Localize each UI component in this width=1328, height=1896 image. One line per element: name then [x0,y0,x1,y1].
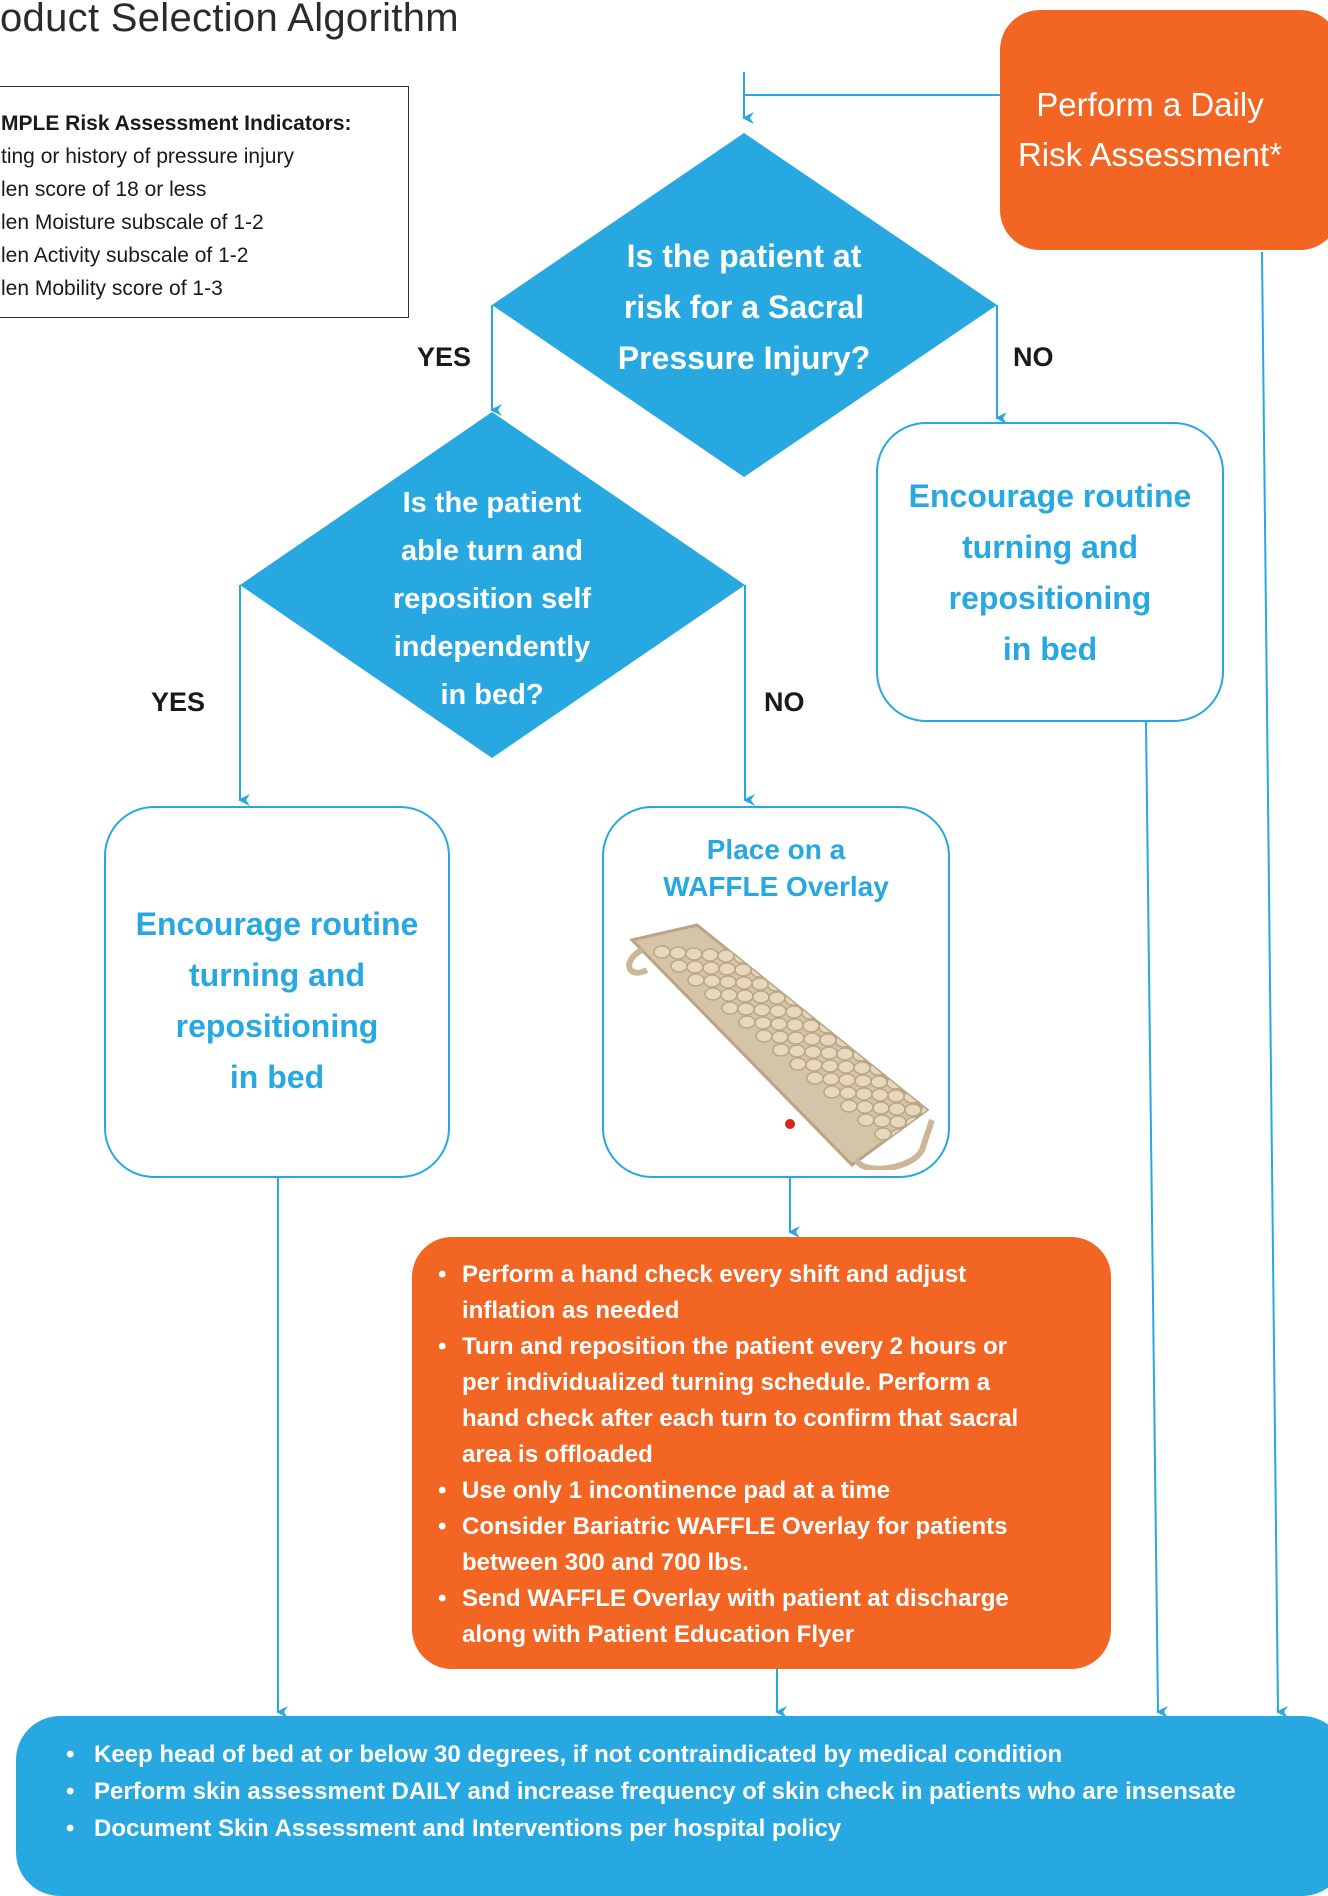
decision1-no-label: NO [1013,342,1054,372]
waffle-overlay-text: Place on a WAFFLE Overlay [602,831,950,905]
decision2-line: in bed? [440,679,544,711]
waffle-overlay-mattress-image [626,923,935,1170]
decision2-line: independently [393,631,591,663]
risk-indicator-item: len Activity subscale of 1-2 [1,244,249,267]
general-instruction-item: Perform skin assessment DAILY and increa… [64,1773,1328,1810]
daily-risk-line1: Perform a Daily [1036,86,1264,123]
general-instruction-item: Keep head of bed at or below 30 degrees,… [64,1736,1328,1773]
decision2-no-label: NO [764,687,805,717]
general-instructions-list: Keep head of bed at or below 30 degrees,… [64,1736,1328,1847]
risk-indicator-item: len Moisture subscale of 1-2 [1,211,264,234]
decision1-line: Is the patient at [626,238,862,274]
decision2-line: able turn and [400,535,584,567]
encourage-line: Encourage routine [908,478,1192,514]
encourage-line: turning and [189,957,365,993]
decision1-question: Is the patient at risk for a Sacral Pres… [594,231,894,384]
care-instruction-item: Consider Bariatric WAFFLE Overlay for pa… [436,1509,1081,1581]
care-instruction-item: Perform a hand check every shift and adj… [436,1257,1081,1329]
risk-indicator-item: len Mobility score of 1-3 [1,277,223,300]
decision1-line: risk for a Sacral [623,289,865,325]
care-instructions-box: Perform a hand check every shift and adj… [412,1237,1111,1669]
encourage-turning-text-left: Encourage routine turning and reposition… [104,899,450,1103]
encourage-turning-box-right [876,422,1224,722]
decision-diamond-risk [492,133,997,477]
decision2-line: Is the patient [402,487,582,519]
connector-right-to-bottom [1145,721,1169,1718]
connector-daily-to-bottom [1261,251,1289,1718]
decision2-yes-label: YES [151,687,206,717]
daily-risk-line2: Risk Assessment* [1017,136,1283,173]
encourage-line: turning and [962,529,1138,565]
decision1-line: Pressure Injury? [617,340,871,376]
page-title: oduct Selection Algorithm [0,0,459,40]
waffle-line: WAFFLE Overlay [663,871,889,902]
care-instruction-item: Use only 1 incontinence pad at a time [436,1473,1081,1509]
waffle-line: Place on a [706,834,846,865]
risk-indicator-item: ting or history of pressure injury [1,145,294,168]
risk-indicators-box: MPLE Risk Assessment Indicators: ting or… [0,86,409,318]
encourage-line: repositioning [948,580,1152,616]
decision2-question: Is the patient able turn and reposition … [357,479,627,719]
encourage-turning-box-left [104,806,450,1178]
encourage-line: in bed [229,1059,325,1095]
risk-indicator-item: len score of 18 or less [1,178,207,201]
encourage-turning-text-right: Encourage routine turning and reposition… [876,471,1224,675]
care-instruction-item: Turn and reposition the patient every 2 … [436,1329,1081,1473]
encourage-line: in bed [1002,631,1098,667]
encourage-line: repositioning [175,1008,379,1044]
risk-indicators-heading: MPLE Risk Assessment Indicators: [1,112,352,135]
general-instructions-box: Keep head of bed at or below 30 degrees,… [16,1716,1328,1896]
daily-risk-assessment-box: Perform a Daily Risk Assessment* [1000,10,1328,250]
encourage-line: Encourage routine [135,906,419,942]
decision-diamond-reposition [240,412,745,758]
decision1-yes-label: YES [417,342,472,372]
general-instruction-item: Document Skin Assessment and Interventio… [64,1810,1328,1847]
decision2-line: reposition self [392,583,592,615]
care-instructions-list: Perform a hand check every shift and adj… [436,1257,1081,1653]
care-instruction-item: Send WAFFLE Overlay with patient at disc… [436,1581,1081,1653]
